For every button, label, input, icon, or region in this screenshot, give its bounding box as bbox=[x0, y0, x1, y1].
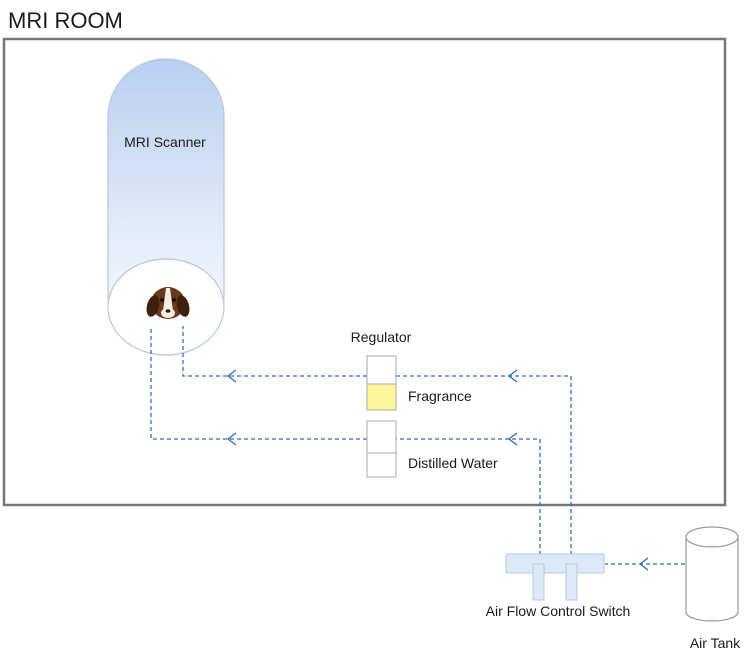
flow-line-water-out bbox=[150, 326, 367, 440]
flow-arrows bbox=[226, 369, 649, 571]
room-title: MRI ROOM bbox=[8, 8, 123, 33]
regulator-title: Regulator bbox=[351, 329, 412, 345]
mri-scanner: MRI Scanner bbox=[107, 58, 225, 356]
arrow-icon bbox=[507, 369, 518, 383]
flow-line-fragrance-in bbox=[395, 375, 572, 562]
flow-lines bbox=[150, 326, 685, 565]
flow-line-fragrance-out bbox=[182, 326, 367, 377]
scanner-label: MRI Scanner bbox=[124, 134, 206, 150]
tank-label: Air Tank bbox=[690, 635, 741, 651]
regulator-lower-chamber bbox=[366, 420, 397, 454]
water-label: Distilled Water bbox=[408, 455, 498, 471]
air-tank: Air Tank bbox=[685, 526, 741, 651]
dog-head-icon bbox=[146, 287, 190, 319]
flow-line-water-in bbox=[395, 438, 541, 562]
water-chamber bbox=[366, 452, 397, 478]
arrow-icon bbox=[226, 432, 237, 446]
arrow-icon bbox=[507, 432, 518, 446]
regulator: Regulator Fragrance Distilled Water bbox=[351, 329, 498, 478]
mri-room-boundary bbox=[2, 37, 727, 507]
switch-body bbox=[505, 553, 605, 574]
tank-body bbox=[685, 537, 739, 622]
tank-top bbox=[685, 526, 739, 548]
arrow-icon bbox=[226, 369, 237, 383]
fragrance-chamber bbox=[366, 383, 397, 411]
switch-label: Air Flow Control Switch bbox=[486, 603, 631, 619]
switch-valve-right bbox=[565, 563, 578, 601]
fragrance-label: Fragrance bbox=[408, 388, 472, 404]
switch-valve-left bbox=[532, 563, 545, 601]
regulator-top-chamber bbox=[366, 355, 397, 385]
air-flow-control-switch: Air Flow Control Switch bbox=[486, 553, 631, 619]
arrow-icon bbox=[638, 557, 649, 571]
